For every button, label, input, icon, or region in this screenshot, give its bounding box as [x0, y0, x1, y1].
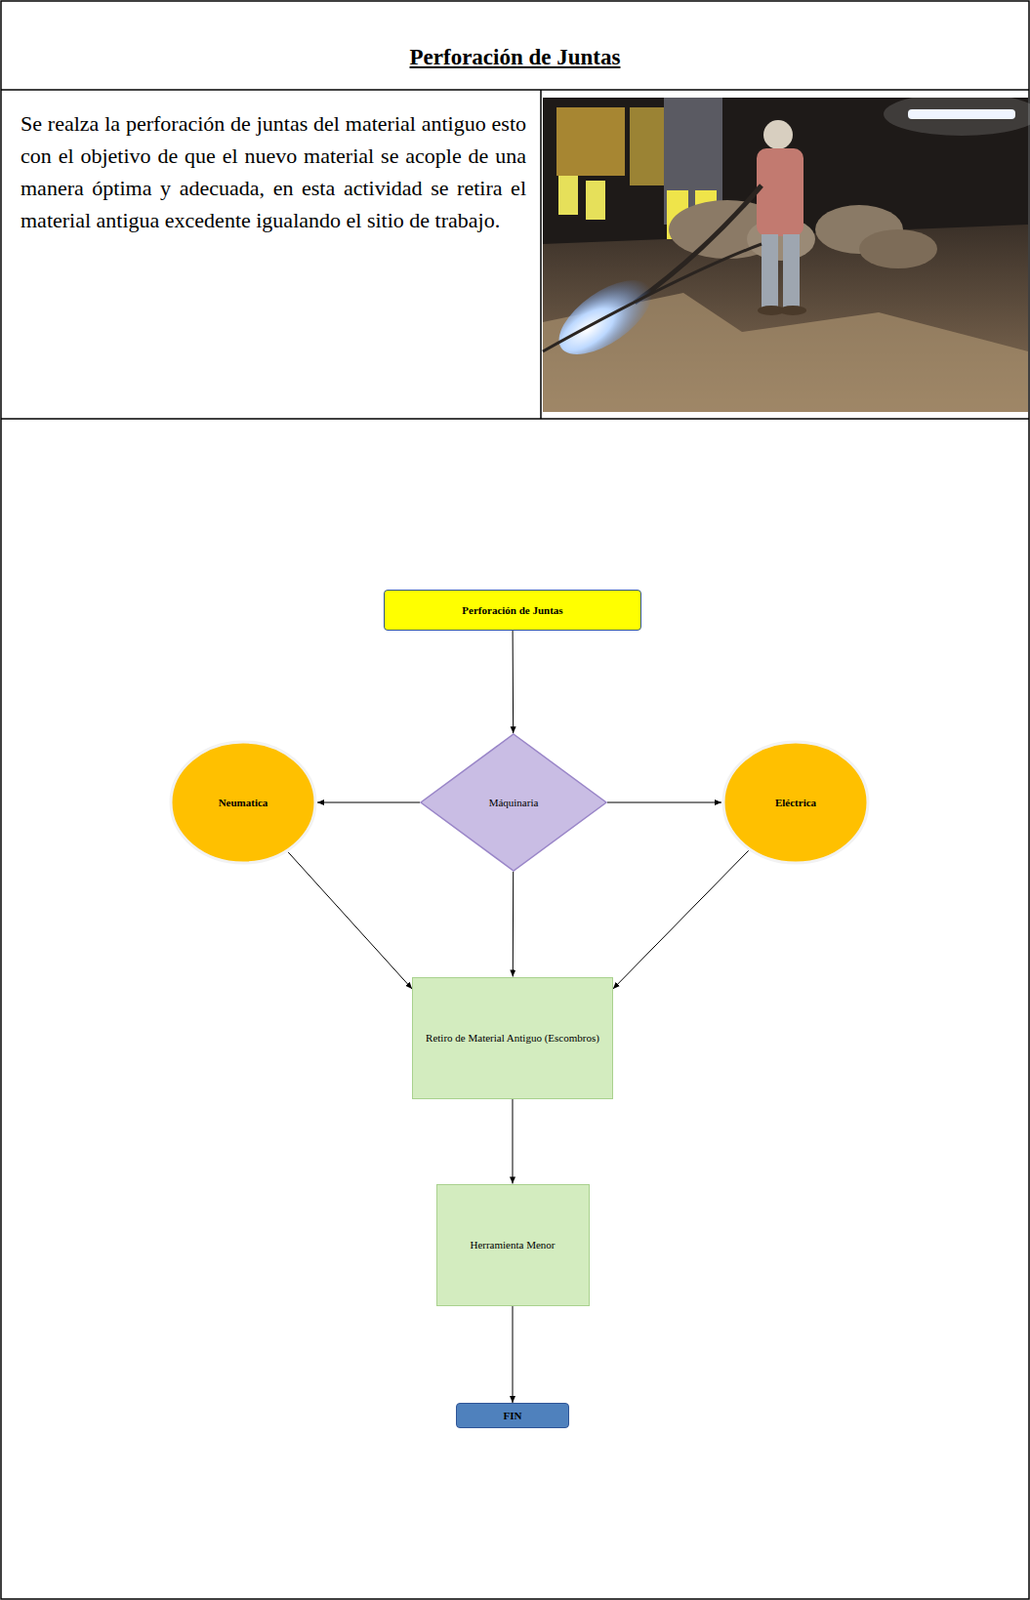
- node-text: Perforación de Juntas: [455, 603, 569, 618]
- decision-diamond: Máquinaria: [419, 733, 608, 872]
- node-text: FIN: [497, 1408, 529, 1423]
- node-text: Retiro de Material Antiguo (Escombros): [419, 1030, 606, 1045]
- start-box: Perforación de Juntas: [383, 589, 642, 631]
- connector: [288, 852, 412, 989]
- process-box: Herramienta Menor: [436, 1184, 590, 1307]
- process-box: Retiro de Material Antiguo (Escombros): [412, 977, 614, 1100]
- node-text: Máquinaria: [483, 795, 545, 810]
- node-text: Neumatica: [212, 795, 275, 810]
- connector: [607, 802, 722, 804]
- description-text: Se realza la perforación de juntas del m…: [20, 107, 527, 237]
- heading: Perforación de Juntas: [0, 44, 1030, 71]
- option-circle: Neumatica: [168, 740, 318, 866]
- end-box: FIN: [455, 1402, 570, 1429]
- connector: [512, 630, 515, 734]
- connector: [512, 1306, 514, 1404]
- connector: [613, 850, 749, 989]
- node-text: Eléctrica: [769, 795, 823, 810]
- connector: [317, 802, 420, 804]
- option-circle: Eléctrica: [721, 740, 870, 866]
- node-text: Herramienta Menor: [463, 1237, 561, 1252]
- connector: [511, 1099, 513, 1185]
- connector: [512, 871, 514, 978]
